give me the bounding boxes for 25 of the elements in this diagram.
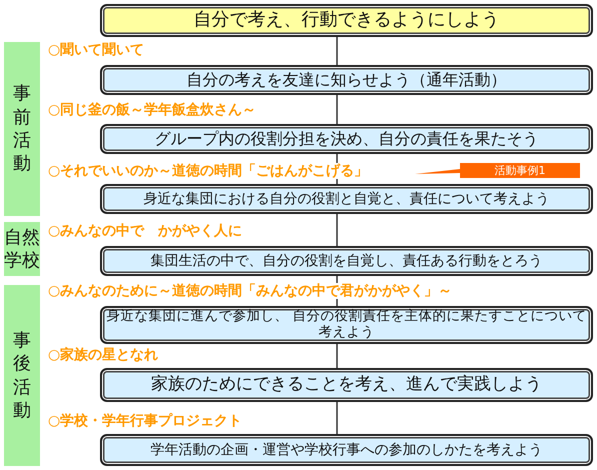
connector-line: [336, 344, 338, 368]
activity-box: 身近な集団における自分の役割と自覚と、責任について考えよう: [100, 184, 593, 214]
activity-box: 家族のためにできることを考え、進んで実践しよう: [100, 368, 593, 402]
connector-line: [336, 402, 338, 434]
section-heading: ○学校・学年行事プロジェクト: [48, 413, 242, 429]
connector-line: [336, 95, 338, 124]
connector-line: [336, 37, 338, 65]
section-heading: ○同じ釜の飯～学年飯盒炊さん～: [48, 102, 256, 118]
section-heading: ○みんなの中で かがやく人に: [48, 223, 242, 239]
activity-box: 集団生活の中で、自分の役割を自覚し、責任ある行動をとろう: [100, 246, 593, 276]
activity-box: 身近な集団に進んで参加し、 自分の役割責任を主体的に果たすことについて考えよう: [100, 306, 593, 344]
phase-label: 事後活動: [12, 328, 32, 422]
activity-box: グループ内の役割分担を決め、自分の責任を果たそう: [100, 124, 593, 154]
case-callout: 活動事例1: [415, 163, 580, 178]
activity-box: 自分の考えを友達に知らせよう（通年活動）: [100, 65, 593, 95]
connector-line: [336, 214, 338, 246]
section-heading: ○聞いて聞いて: [48, 42, 144, 58]
activity-box: 学年活動の企画・運営や学校行事への参加のしかたを考えよう: [100, 434, 593, 466]
phase-label: 自然学校: [4, 226, 40, 272]
section-heading: ○みんなのために～道徳の時間「みんなの中で君がかがやく」～: [48, 283, 452, 299]
section-heading: ○家族の星となれ: [48, 347, 158, 363]
phase-label: 事前活動: [12, 82, 32, 176]
goal-box: 自分で考え、行動できるようにしよう: [100, 4, 593, 37]
phase-band: [4, 42, 40, 216]
phase-band: [4, 285, 40, 466]
